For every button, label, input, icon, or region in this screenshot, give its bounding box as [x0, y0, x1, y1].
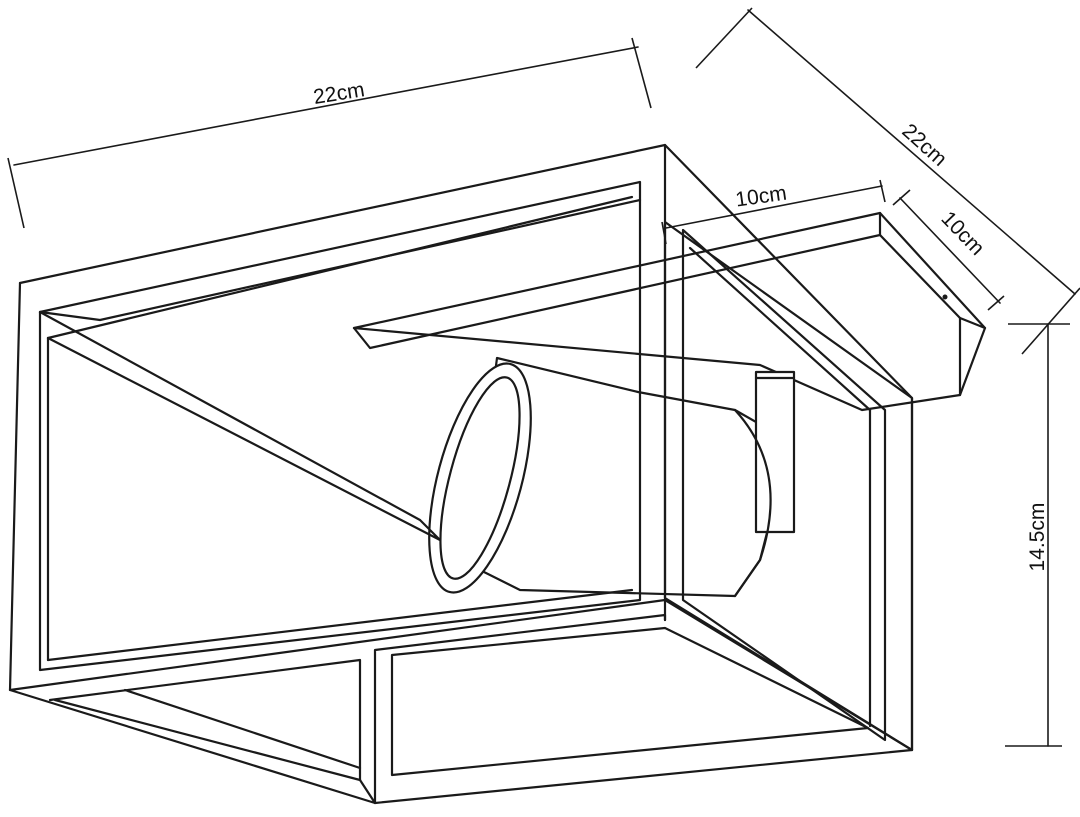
dimension-height: 14.5cm — [1005, 323, 1070, 747]
lamp-ring — [428, 362, 532, 594]
cage-frame — [8, 143, 914, 805]
lamp-socket — [428, 356, 796, 598]
dimension-label-plate-depth: 10cm — [937, 207, 989, 260]
dimension-label-plate-width: 10cm — [734, 182, 788, 212]
dimension-plate-width: 10cm — [661, 179, 886, 245]
dimension-label-top-width: 22cm — [312, 78, 366, 109]
mounting-plate — [352, 211, 987, 412]
screw-hole — [942, 294, 948, 300]
dimension-label-height: 14.5cm — [1026, 503, 1049, 572]
